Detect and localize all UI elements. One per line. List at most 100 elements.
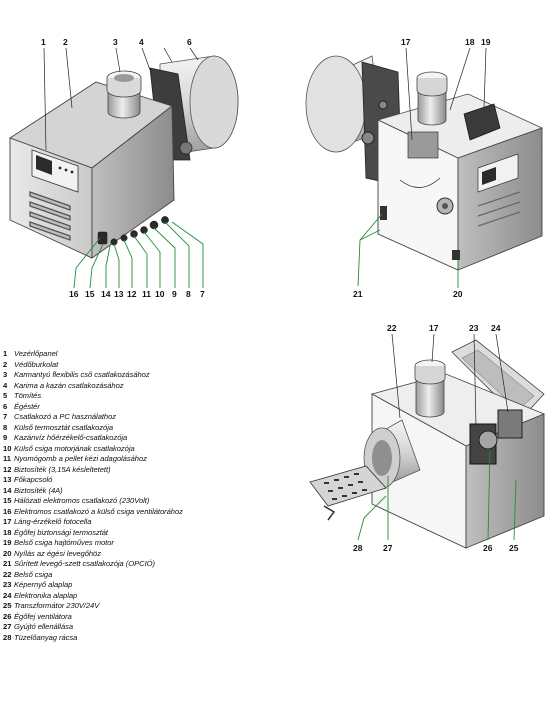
legend-number: 3 — [3, 370, 8, 379]
callout-19: 19 — [481, 37, 491, 47]
callout-9: 9 — [172, 289, 177, 299]
callout-27: 27 — [383, 543, 393, 553]
legend-number: 1 — [3, 349, 8, 358]
callout-6: 6 — [187, 37, 192, 47]
legend-text: Belső csiga — [14, 569, 53, 579]
legend-text: Belső csiga hajtóműves motor — [14, 538, 114, 547]
legend-number: 6 — [3, 401, 8, 411]
legend-number: 27 — [3, 622, 12, 631]
legend-text: Sűrített levegő-szett csatlakozója (OPCI… — [14, 559, 155, 568]
legend-number: 25 — [3, 601, 12, 610]
callout-25: 25 — [509, 543, 519, 553]
legend-number: 28 — [3, 632, 12, 642]
legend-text: Karima a kazán csatlakozásához — [14, 380, 124, 390]
legend-number: 12 — [3, 464, 12, 474]
callout-12: 12 — [127, 289, 137, 299]
legend-number: 7 — [3, 412, 8, 421]
callout-21: 21 — [353, 289, 363, 299]
callout-18: 18 — [465, 37, 475, 47]
legend-text: Elektronika alaplap — [14, 590, 78, 600]
legend-number: 13 — [3, 475, 12, 484]
legend-text: Gyújtó ellenállása — [14, 622, 74, 631]
callout-24: 24 — [491, 323, 501, 333]
callout-15: 15 — [85, 289, 95, 299]
parts-legend: 1 Vezérlőpanel 2 Védőburkolat 3 Karmantyú f… — [3, 349, 263, 643]
callout-23: 23 — [469, 323, 479, 333]
legend-number: 5 — [3, 391, 8, 400]
legend-text: Külső termosztát csatlakozója — [14, 422, 114, 432]
callout-20: 20 — [453, 289, 463, 299]
callout-14: 14 — [101, 289, 111, 299]
callout-16: 16 — [69, 289, 79, 299]
legend-text: Transzformátor 230V/24V — [14, 601, 100, 610]
legend-text: Vezérlőpanel — [14, 349, 58, 358]
legend-text: Főkapcsoló — [14, 475, 53, 484]
legend-number: 8 — [3, 422, 8, 432]
legend-text: Égéstér — [14, 401, 40, 411]
legend-text: Tüzelőanyag rácsa — [14, 632, 78, 642]
legend-item: 5 Tömítés — [3, 391, 263, 402]
callout-28: 28 — [353, 543, 363, 553]
callout-13: 13 — [114, 289, 124, 299]
legend-text: Tömítés — [14, 391, 42, 400]
legend-number: 24 — [3, 590, 12, 600]
leader-lines — [43, 47, 517, 541]
burner-rear-view — [305, 55, 544, 271]
legend-number: 17 — [3, 517, 12, 526]
legend-text: Képernyő alaplap — [14, 580, 73, 589]
callout-2: 2 — [63, 37, 68, 47]
callout-10: 10 — [155, 289, 165, 299]
legend-number: 4 — [3, 380, 8, 390]
legend-item: 4 Karima a kazán csatlakozásához — [3, 381, 263, 392]
legend-number: 23 — [3, 580, 12, 589]
legend-text: Nyomógomb a pellet kézi adagolásához — [14, 454, 147, 463]
callout-1: 1 — [41, 37, 46, 47]
legend-item: 1 Vezérlőpanel — [3, 349, 263, 360]
legend-number: 11 — [3, 454, 12, 463]
legend-text: Csatlakozó a PC használathoz — [14, 412, 117, 421]
legend-text: Elektromos csatlakozó a külső csiga vent… — [14, 506, 183, 516]
legend-number: 14 — [3, 485, 12, 495]
burner-front-view — [9, 55, 239, 259]
legend-number: 9 — [3, 433, 8, 442]
legend-item: 9 Kazánvíz hőérzékelő-csatlakozója — [3, 433, 263, 444]
legend-number: 20 — [3, 548, 12, 558]
legend-text: Külső csiga motorjának csatlakozója — [14, 443, 135, 453]
legend-number: 22 — [3, 569, 12, 579]
callout-22: 22 — [387, 323, 397, 333]
legend-text: Égőfej ventilátora — [14, 611, 72, 621]
legend-number: 2 — [3, 359, 8, 369]
legend-text: Égőfej biztonsági termosztát — [14, 527, 108, 537]
legend-number: 19 — [3, 538, 12, 547]
legend-text: Biztosíték (3,15A késleltetett) — [14, 464, 111, 474]
legend-text: Védőburkolat — [14, 359, 59, 369]
legend-number: 15 — [3, 496, 12, 505]
legend-item: 6 Égéstér — [3, 402, 263, 413]
legend-text: Karmantyú flexibilis cső csatlakozásához — [14, 370, 150, 379]
callout-3: 3 — [113, 37, 118, 47]
legend-text: Kazánvíz hőérzékelő-csatlakozója — [14, 433, 128, 442]
legend-item: 7 Csatlakozó a PC használathoz — [3, 412, 263, 423]
callout-labels: 1 2 3 4 6 16 15 14 13 12 11 10 9 8 7 17 … — [41, 37, 519, 553]
legend-number: 10 — [3, 443, 12, 453]
legend-item: 8 Külső termosztát csatlakozója — [3, 423, 263, 434]
callout-4: 4 — [139, 37, 144, 47]
callout-17-bottom: 17 — [429, 323, 439, 333]
callout-11: 11 — [142, 289, 151, 299]
callout-26: 26 — [483, 543, 493, 553]
